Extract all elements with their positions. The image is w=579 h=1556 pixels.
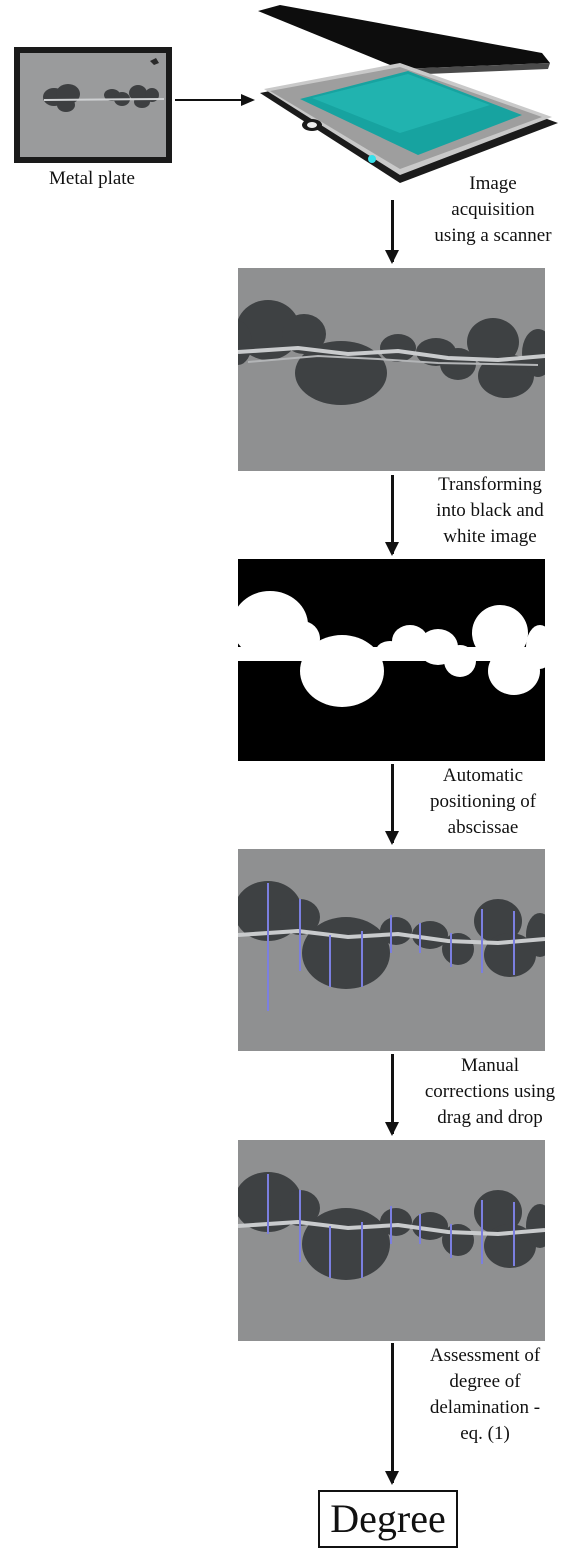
step-caption-manual-corrections: Manual corrections using drag and drop: [404, 1053, 576, 1131]
arrow-to-degree: [391, 1343, 394, 1483]
binary-image: [238, 559, 545, 761]
caption-line: Automatic: [398, 763, 568, 789]
caption-line: delamination -: [400, 1395, 570, 1421]
step-caption-image-acquisition: Image acquisition using a scanner: [408, 171, 578, 249]
caption-line: using a scanner: [408, 223, 578, 249]
arrow-to-corrected-image: [391, 1054, 394, 1134]
caption-line: into black and: [405, 498, 575, 524]
scanner-icon: [250, 3, 560, 188]
arrow-to-scan-image: [391, 200, 394, 262]
caption-line: corrections using: [404, 1079, 576, 1105]
arrow-to-abscissae-image: [391, 764, 394, 843]
caption-line: Transforming: [405, 472, 575, 498]
degree-output-box: Degree: [318, 1490, 458, 1548]
metal-plate-image: [14, 47, 172, 163]
step-caption-binarization: Transforming into black and white image: [405, 472, 575, 550]
metal-plate-label: Metal plate: [22, 166, 162, 192]
caption-line: Manual: [404, 1053, 576, 1079]
step-caption-abscissae: Automatic positioning of abscissae: [398, 763, 568, 841]
auto-abscissae-image: [238, 849, 545, 1051]
caption-line: positioning of: [398, 789, 568, 815]
caption-line: degree of: [400, 1369, 570, 1395]
caption-line: Assessment of: [400, 1343, 570, 1369]
step-caption-assessment: Assessment of degree of delamination - e…: [400, 1343, 570, 1447]
caption-line: white image: [405, 524, 575, 550]
arrow-plate-to-scanner: [175, 93, 255, 107]
scanned-image: [238, 268, 545, 471]
caption-line: abscissae: [398, 815, 568, 841]
caption-line: acquisition: [408, 197, 578, 223]
caption-line: eq. (1): [400, 1421, 570, 1447]
arrow-to-binary-image: [391, 475, 394, 554]
corrected-abscissae-image: [238, 1140, 545, 1341]
caption-line: drag and drop: [404, 1105, 576, 1131]
caption-line: Image: [408, 171, 578, 197]
